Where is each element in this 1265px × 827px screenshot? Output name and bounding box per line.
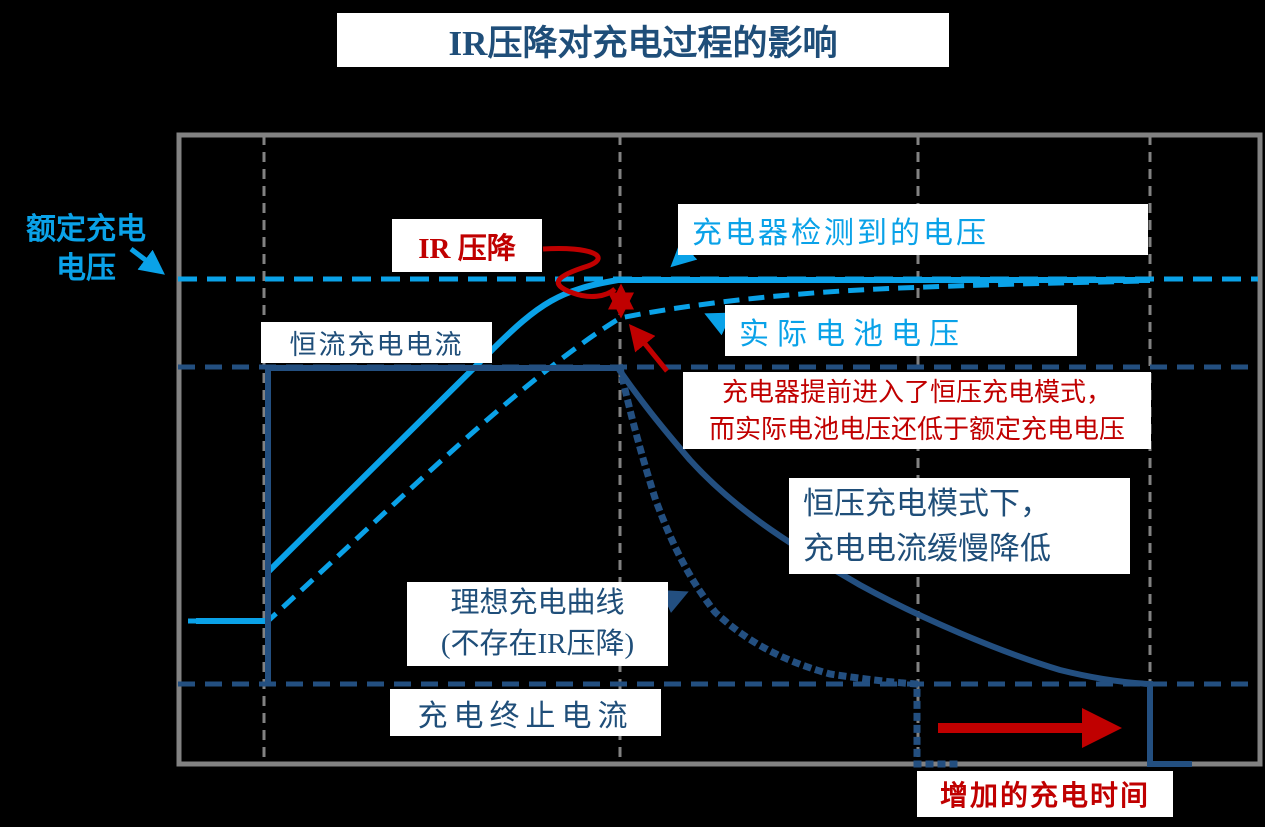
plot-frame [176, 132, 1263, 767]
early-cv-note: 充电器提前进入了恒压充电模式， 而实际电池电压还低于额定充电电压 [683, 372, 1151, 449]
cv-mode-note: 恒压充电模式下， 充电电流缓慢降低 [789, 478, 1130, 574]
termination-current-label: 充电终止电流 [390, 689, 661, 736]
actual-battery-voltage-curve [188, 278, 1149, 624]
ideal-charging-curve-curve [615, 363, 962, 768]
increased-time-label: 增加的充电时间 [917, 771, 1173, 817]
ir-drop-label: IR 压降 [392, 219, 542, 272]
ideal-curve-label: 理想充电曲线 (不存在IR压降) [407, 582, 668, 666]
chart-title: IR压降对充电过程的影响 [337, 13, 949, 67]
rated-voltage-arrow [129, 247, 165, 275]
cc-current-label: 恒流充电电流 [261, 322, 492, 363]
actual-voltage-label: 实际电池电压 [725, 305, 1077, 356]
early-cv-arrow [628, 323, 669, 373]
ir-drop-squiggle [542, 246, 617, 299]
charging-current-curve [265, 365, 1192, 767]
detected-voltage-label: 充电器检测到的电压 [678, 204, 1148, 255]
rated-voltage-label: 额定充电 电压 [26, 213, 146, 285]
chart-title-text: IR压降对充电过程的影响 [448, 23, 838, 63]
